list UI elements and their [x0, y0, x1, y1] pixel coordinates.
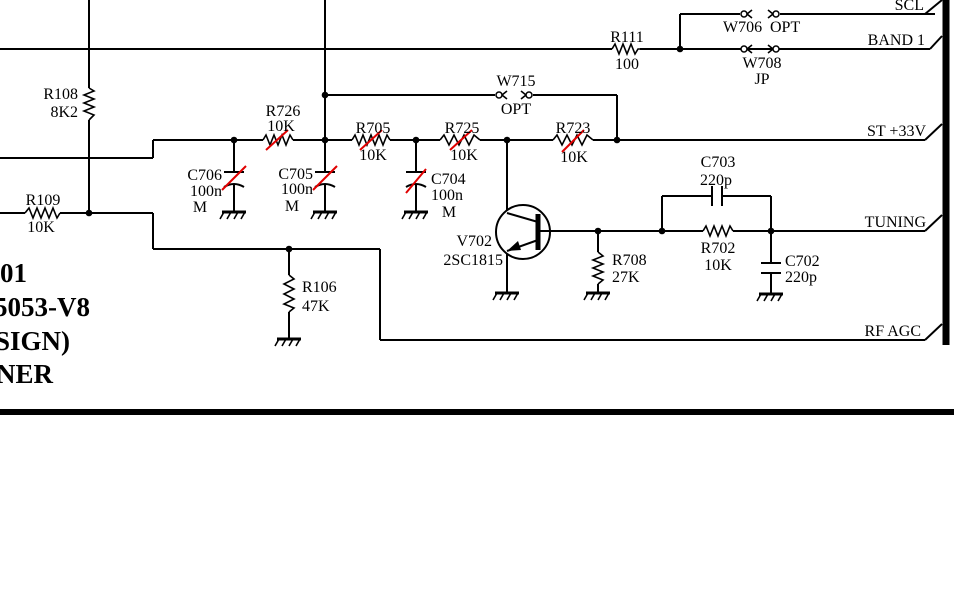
connector-band1: BAND 1	[868, 32, 925, 49]
label-w715-ref: W715	[496, 73, 535, 90]
title-line2: 5053-V8	[0, 292, 90, 322]
label-r725-ref: R725	[445, 120, 480, 137]
capacitor-c706	[221, 165, 247, 191]
label-r725-value: 10K	[450, 147, 478, 164]
label-r702-ref: R702	[701, 240, 736, 257]
label-c704-tol: M	[442, 204, 456, 221]
title-line1: 01	[0, 258, 27, 288]
transistor-v702	[495, 204, 552, 260]
label-r726-ref: R726	[266, 103, 301, 120]
label-w708-ref: W708	[742, 55, 781, 72]
resistor-r725	[439, 129, 481, 151]
label-c702-ref: C702	[785, 253, 820, 270]
label-r109-ref: R109	[26, 192, 61, 209]
resistor-r723	[552, 129, 594, 153]
label-r723-ref: R723	[556, 120, 591, 137]
label-v702-value: 2SC1815	[443, 252, 503, 269]
connector-scl: SCL	[895, 0, 924, 14]
label-c706-value: 100n	[190, 183, 222, 200]
jumper-w708	[740, 44, 780, 54]
label-v702-ref: V702	[456, 233, 492, 250]
label-r106-ref: R106	[302, 279, 337, 296]
label-r708-ref: R708	[612, 252, 647, 269]
label-r108-value: 8K2	[50, 104, 78, 121]
label-r111-value: 100	[615, 56, 639, 73]
label-c704-value: 100n	[431, 187, 463, 204]
label-r705-value: 10K	[359, 147, 387, 164]
capacitor-c703	[711, 186, 723, 206]
resistor-r111	[611, 41, 640, 57]
ground-c702	[756, 292, 783, 302]
label-c705-value: 100n	[281, 181, 313, 198]
resistor-r108	[81, 87, 97, 121]
resistor-r106	[282, 274, 296, 313]
title-block: 01 5053-V8 SIGN) NER	[0, 258, 90, 389]
label-c706-ref: C706	[187, 167, 222, 184]
jumper-w706	[740, 9, 780, 19]
label-w706-ref: W706	[723, 19, 762, 36]
label-r108-ref: R108	[43, 86, 78, 103]
title-line4: NER	[0, 359, 54, 389]
label-w715-value: OPT	[501, 101, 531, 118]
resistor-r726	[262, 129, 294, 151]
label-c705-ref: C705	[278, 166, 313, 183]
capacitor-c702	[761, 262, 781, 274]
capacitor-c704	[405, 168, 427, 194]
label-w708-value: JP	[754, 71, 769, 88]
resistor-r702	[702, 223, 734, 239]
ground-r708	[583, 291, 610, 301]
connector-st33v: ST +33V	[867, 123, 926, 140]
label-c702-value: 220p	[785, 269, 817, 286]
wires	[0, 0, 954, 415]
label-c705-tol: M	[285, 198, 299, 215]
resistor-r705	[351, 129, 391, 151]
label-c703-ref: C703	[701, 154, 736, 171]
ground-c705	[310, 210, 337, 220]
label-c703-value: 220p	[700, 172, 732, 189]
component-labels: R111 100 W706 OPT W708 JP R108 8K2 W715 …	[26, 19, 820, 315]
ground-r106	[274, 337, 301, 347]
ground-symbols	[219, 210, 783, 347]
label-r723-value: 10K	[560, 149, 588, 166]
label-c704-ref: C704	[431, 171, 466, 188]
label-r702-value: 10K	[704, 257, 732, 274]
title-line3: SIGN)	[0, 326, 70, 356]
ground-c706	[219, 210, 246, 220]
connector-tuning: TUNING	[865, 214, 927, 231]
ground-c704	[401, 210, 428, 220]
label-c706-tol: M	[193, 199, 207, 216]
label-r111-ref: R111	[610, 29, 643, 46]
label-r106-value: 47K	[302, 298, 330, 315]
resistor-r708	[590, 251, 606, 285]
ground-emitter	[492, 291, 519, 301]
label-r109-value: 10K	[27, 219, 55, 236]
connector-labels: SCL BAND 1 ST +33V TUNING RF AGC	[865, 0, 927, 340]
connector-rf-agc: RF AGC	[865, 323, 921, 340]
resistor-r109	[24, 205, 61, 221]
jumper-w715	[495, 90, 533, 100]
junction-dots	[85, 45, 775, 253]
capacitor-c705	[312, 165, 338, 191]
label-r726-value: 10K	[267, 118, 295, 135]
label-r708-value: 27K	[612, 269, 640, 286]
label-r705-ref: R705	[356, 120, 391, 137]
label-w706-value: OPT	[770, 19, 800, 36]
